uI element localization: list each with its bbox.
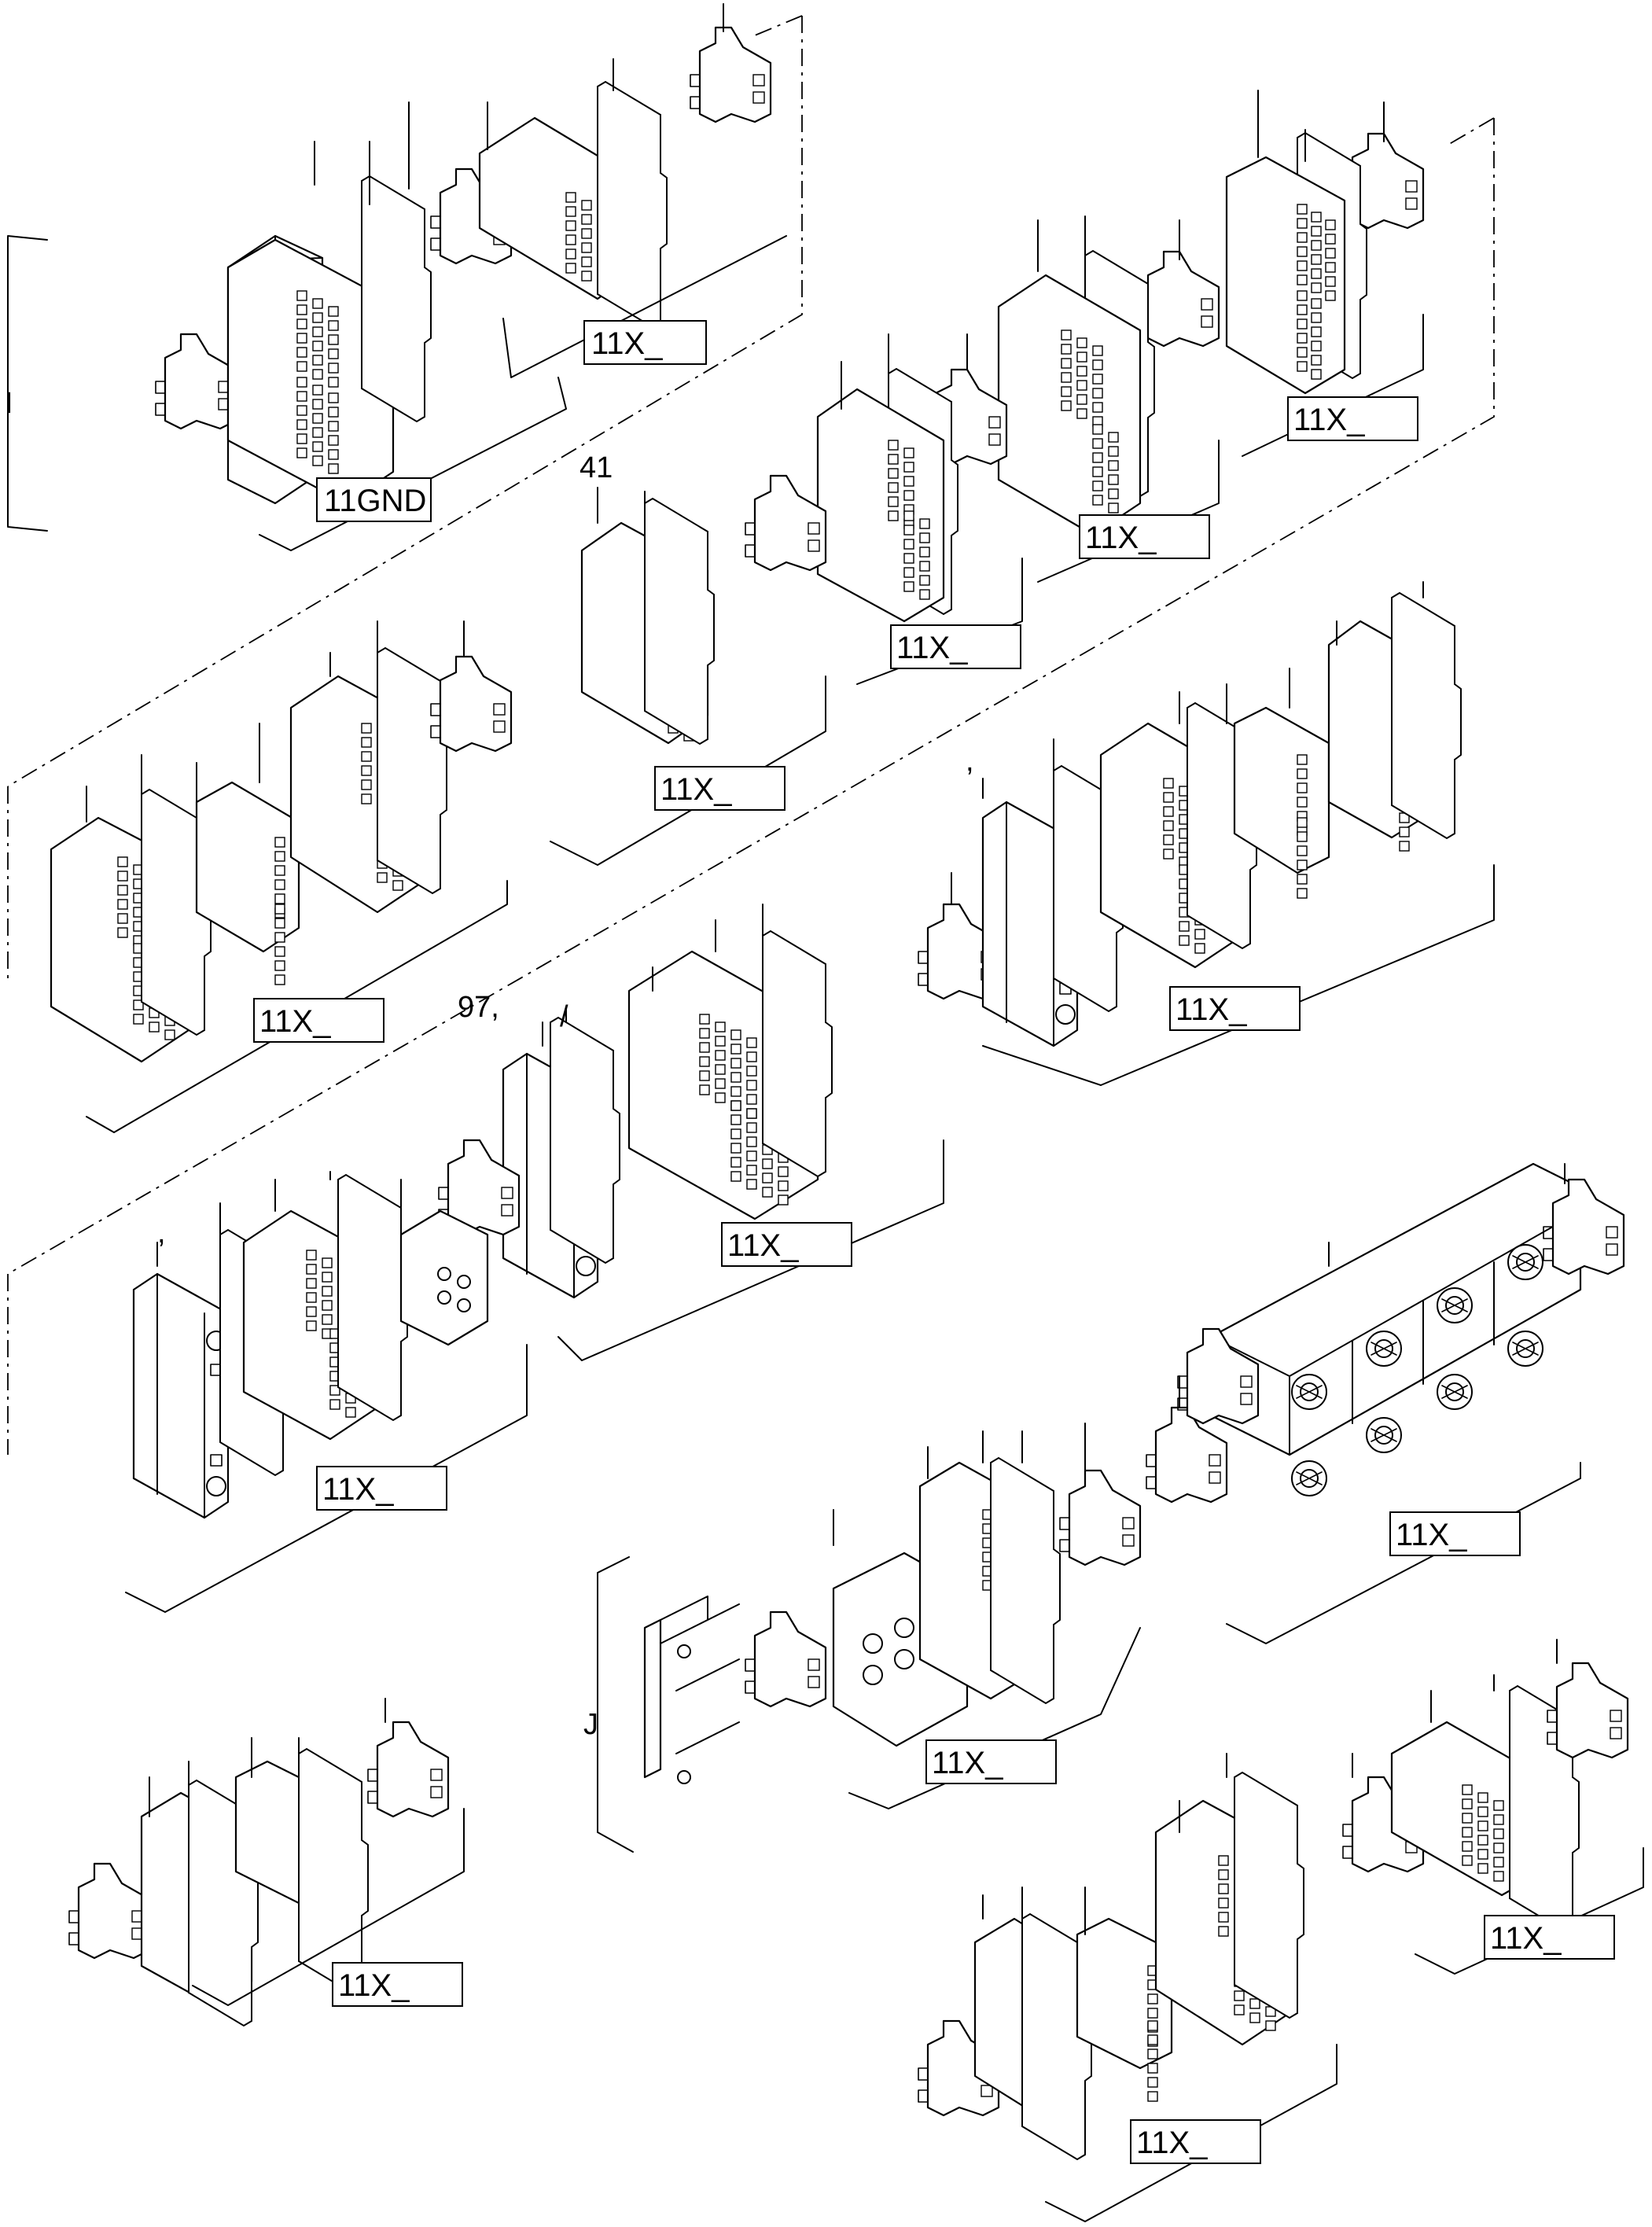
annotation-comma-1: , bbox=[966, 745, 974, 778]
annotation-41: 41 bbox=[579, 451, 613, 484]
label-11gnd: 11GND bbox=[316, 477, 432, 522]
annotation-slash: / bbox=[560, 1000, 568, 1033]
dash-dot-boundaries bbox=[7, 15, 1495, 1455]
svg-text:11X_: 11X_ bbox=[1490, 1921, 1562, 1956]
annotation-i: I bbox=[5, 387, 13, 420]
svg-text:11X_: 11X_ bbox=[1293, 403, 1365, 437]
svg-text:11X_: 11X_ bbox=[1176, 992, 1247, 1027]
svg-text:11GND: 11GND bbox=[324, 484, 426, 518]
label-11x-14: 11X_ bbox=[1130, 2119, 1261, 2164]
annotation-j: J bbox=[583, 1708, 598, 1741]
svg-text:11X_: 11X_ bbox=[1396, 1518, 1467, 1552]
label-11x-12: 11X_ bbox=[1484, 1915, 1615, 1960]
label-11x-11: 11X_ bbox=[925, 1739, 1057, 1784]
svg-text:11X_: 11X_ bbox=[932, 1746, 1003, 1780]
group-left-middle bbox=[50, 620, 513, 1133]
annotation-comma-2: , bbox=[157, 1217, 166, 1250]
group-upper-right bbox=[744, 90, 1425, 685]
label-11x-2: 11X_ bbox=[1287, 396, 1418, 441]
label-11x-3: 11X_ bbox=[1079, 514, 1210, 559]
label-11x-8: 11X_ bbox=[721, 1222, 852, 1267]
svg-text:11X_: 11X_ bbox=[660, 772, 732, 807]
svg-text:11X_: 11X_ bbox=[727, 1228, 799, 1263]
label-11x-10: 11X_ bbox=[1389, 1511, 1521, 1556]
free-annotations: 41 97, I J , , / bbox=[5, 387, 974, 1741]
svg-text:11X_: 11X_ bbox=[322, 1472, 394, 1507]
group-97 bbox=[437, 904, 944, 1361]
svg-text:11X_: 11X_ bbox=[1136, 2126, 1208, 2160]
svg-text:11X_: 11X_ bbox=[338, 1968, 410, 2003]
svg-text:11X_: 11X_ bbox=[1085, 521, 1157, 555]
label-11x-9: 11X_ bbox=[316, 1466, 447, 1511]
label-11x-13: 11X_ bbox=[332, 1962, 463, 2007]
label-11x-7: 11X_ bbox=[253, 998, 384, 1043]
group-left-lower bbox=[125, 1171, 528, 1613]
label-11x-1: 11X_ bbox=[583, 320, 707, 365]
svg-text:11X_: 11X_ bbox=[896, 631, 968, 665]
group-labels: 11GND 11X_ 11X_ 11X_ 11X_ 11X_ 11X_ 11X bbox=[253, 320, 1615, 2164]
label-11x-6: 11X_ bbox=[1169, 986, 1301, 1031]
svg-text:11X_: 11X_ bbox=[259, 1004, 331, 1039]
group-bottom-left bbox=[68, 1698, 465, 2026]
svg-text:11X_: 11X_ bbox=[591, 326, 663, 361]
group-j bbox=[597, 1327, 1260, 1853]
annotation-97: 97, bbox=[458, 991, 499, 1024]
label-11x-4: 11X_ bbox=[890, 624, 1021, 669]
label-11x-5: 11X_ bbox=[654, 766, 786, 811]
group-bottom-right bbox=[917, 1639, 1644, 2222]
group-top-left bbox=[7, 3, 787, 551]
group-bolts bbox=[1145, 1162, 1625, 1644]
group-right-middle bbox=[917, 581, 1495, 1086]
